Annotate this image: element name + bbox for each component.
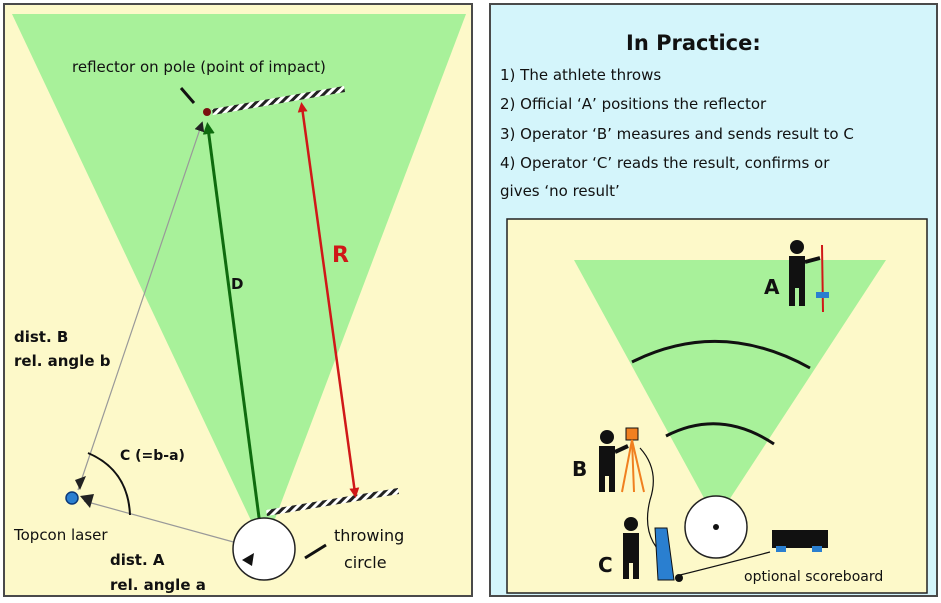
reflector-label: reflector on pole (point of impact) bbox=[72, 58, 326, 76]
dist-b-arrowhead bbox=[75, 476, 86, 490]
throwing-circle-marker bbox=[242, 553, 254, 566]
operator-c-label: C bbox=[598, 553, 613, 577]
operator-b-label: B bbox=[572, 457, 587, 481]
topcon-label: Topcon laser bbox=[13, 526, 108, 544]
throwing-circle bbox=[232, 517, 296, 581]
landing-arc-inner bbox=[665, 422, 775, 446]
reflector-pole-dot bbox=[203, 108, 211, 116]
inset-sector bbox=[574, 260, 886, 520]
angle-c-label: C (=b-a) bbox=[120, 448, 185, 464]
dist-a-arrowhead bbox=[80, 494, 94, 508]
r-distance-arrow bbox=[297, 102, 360, 498]
dist-b-label: dist. B bbox=[14, 328, 68, 346]
operator-b-figure bbox=[599, 427, 645, 493]
right-panel: In Practice: 1) The athlete throws 2) Of… bbox=[489, 3, 938, 597]
step-3: 3) Operator ‘B’ measures and sends resul… bbox=[500, 125, 854, 143]
angle-c-arc bbox=[87, 452, 131, 516]
circle-label: circle bbox=[344, 553, 387, 572]
reflector-pointer bbox=[179, 87, 196, 104]
step-4: 4) Operator ‘C’ reads the result, confir… bbox=[500, 154, 830, 172]
dist-a-label: dist. A bbox=[110, 551, 165, 569]
step-4-cont: gives ‘no result’ bbox=[500, 182, 620, 200]
throwing-circle-pointer bbox=[304, 543, 327, 560]
throwing-label: throwing bbox=[334, 526, 404, 545]
d-label: D bbox=[231, 275, 243, 293]
step-2: 2) Official ‘A’ positions the reflector bbox=[500, 95, 767, 113]
official-a-label: A bbox=[764, 275, 780, 299]
scoreboard-label: optional scoreboard bbox=[744, 569, 883, 585]
practice-title: In Practice: bbox=[626, 31, 761, 55]
landing-arc-outer bbox=[631, 340, 811, 370]
dist-a-line bbox=[83, 500, 249, 547]
rel-angle-a-label: rel. angle a bbox=[110, 576, 206, 594]
rel-angle-b-label: rel. angle b bbox=[14, 352, 111, 370]
inset-circle-center bbox=[713, 524, 719, 530]
official-a-figure bbox=[789, 240, 829, 313]
impact-hatch-line bbox=[212, 86, 345, 115]
left-panel: reflector on pole (point of impact) D R … bbox=[3, 3, 473, 597]
cable-to-scoreboard bbox=[679, 551, 771, 576]
circle-hatch-line bbox=[266, 488, 399, 516]
scoreboard-cart bbox=[772, 530, 828, 552]
topcon-laser-dot bbox=[65, 491, 79, 505]
operator-c-figure bbox=[623, 517, 683, 582]
d-distance-arrow bbox=[202, 122, 265, 549]
r-label: R bbox=[332, 243, 349, 268]
dist-b-line bbox=[77, 121, 205, 491]
step-1: 1) The athlete throws bbox=[500, 66, 661, 84]
